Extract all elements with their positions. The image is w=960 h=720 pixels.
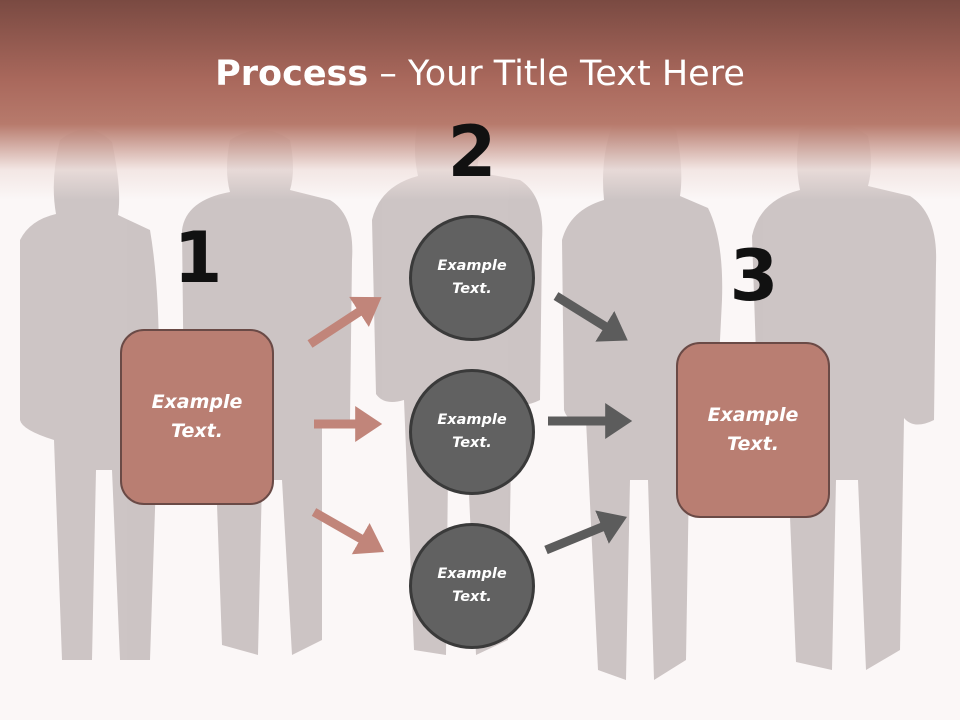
circle-middle: Example Text. xyxy=(409,369,535,495)
slide-title: Process – Your Title Text Here xyxy=(0,52,960,96)
right-box-text: Example Text. xyxy=(707,404,799,455)
step-number-3: 3 xyxy=(729,235,779,317)
step-number-1: 1 xyxy=(173,217,223,299)
circle-top: Example Text. xyxy=(409,215,535,341)
circle-middle-text: Example Text. xyxy=(437,412,507,451)
circle-bottom: Example Text. xyxy=(409,523,535,649)
title-rest-text: – Your Title Text Here xyxy=(368,54,745,94)
left-text-box: Example Text. xyxy=(120,329,274,505)
arrow-up-right-icon xyxy=(544,510,627,555)
arrow-down-right-icon xyxy=(311,508,385,555)
step-number-2: 2 xyxy=(447,111,497,193)
left-box-text: Example Text. xyxy=(151,391,243,442)
title-band xyxy=(0,0,960,200)
arrow-down-right-icon xyxy=(553,292,628,342)
arrow-up-right-icon xyxy=(307,296,382,348)
circle-bottom-text: Example Text. xyxy=(437,566,507,605)
right-text-box: Example Text. xyxy=(676,342,830,518)
circle-top-text: Example Text. xyxy=(437,258,507,297)
title-bold-text: Process xyxy=(215,54,369,94)
